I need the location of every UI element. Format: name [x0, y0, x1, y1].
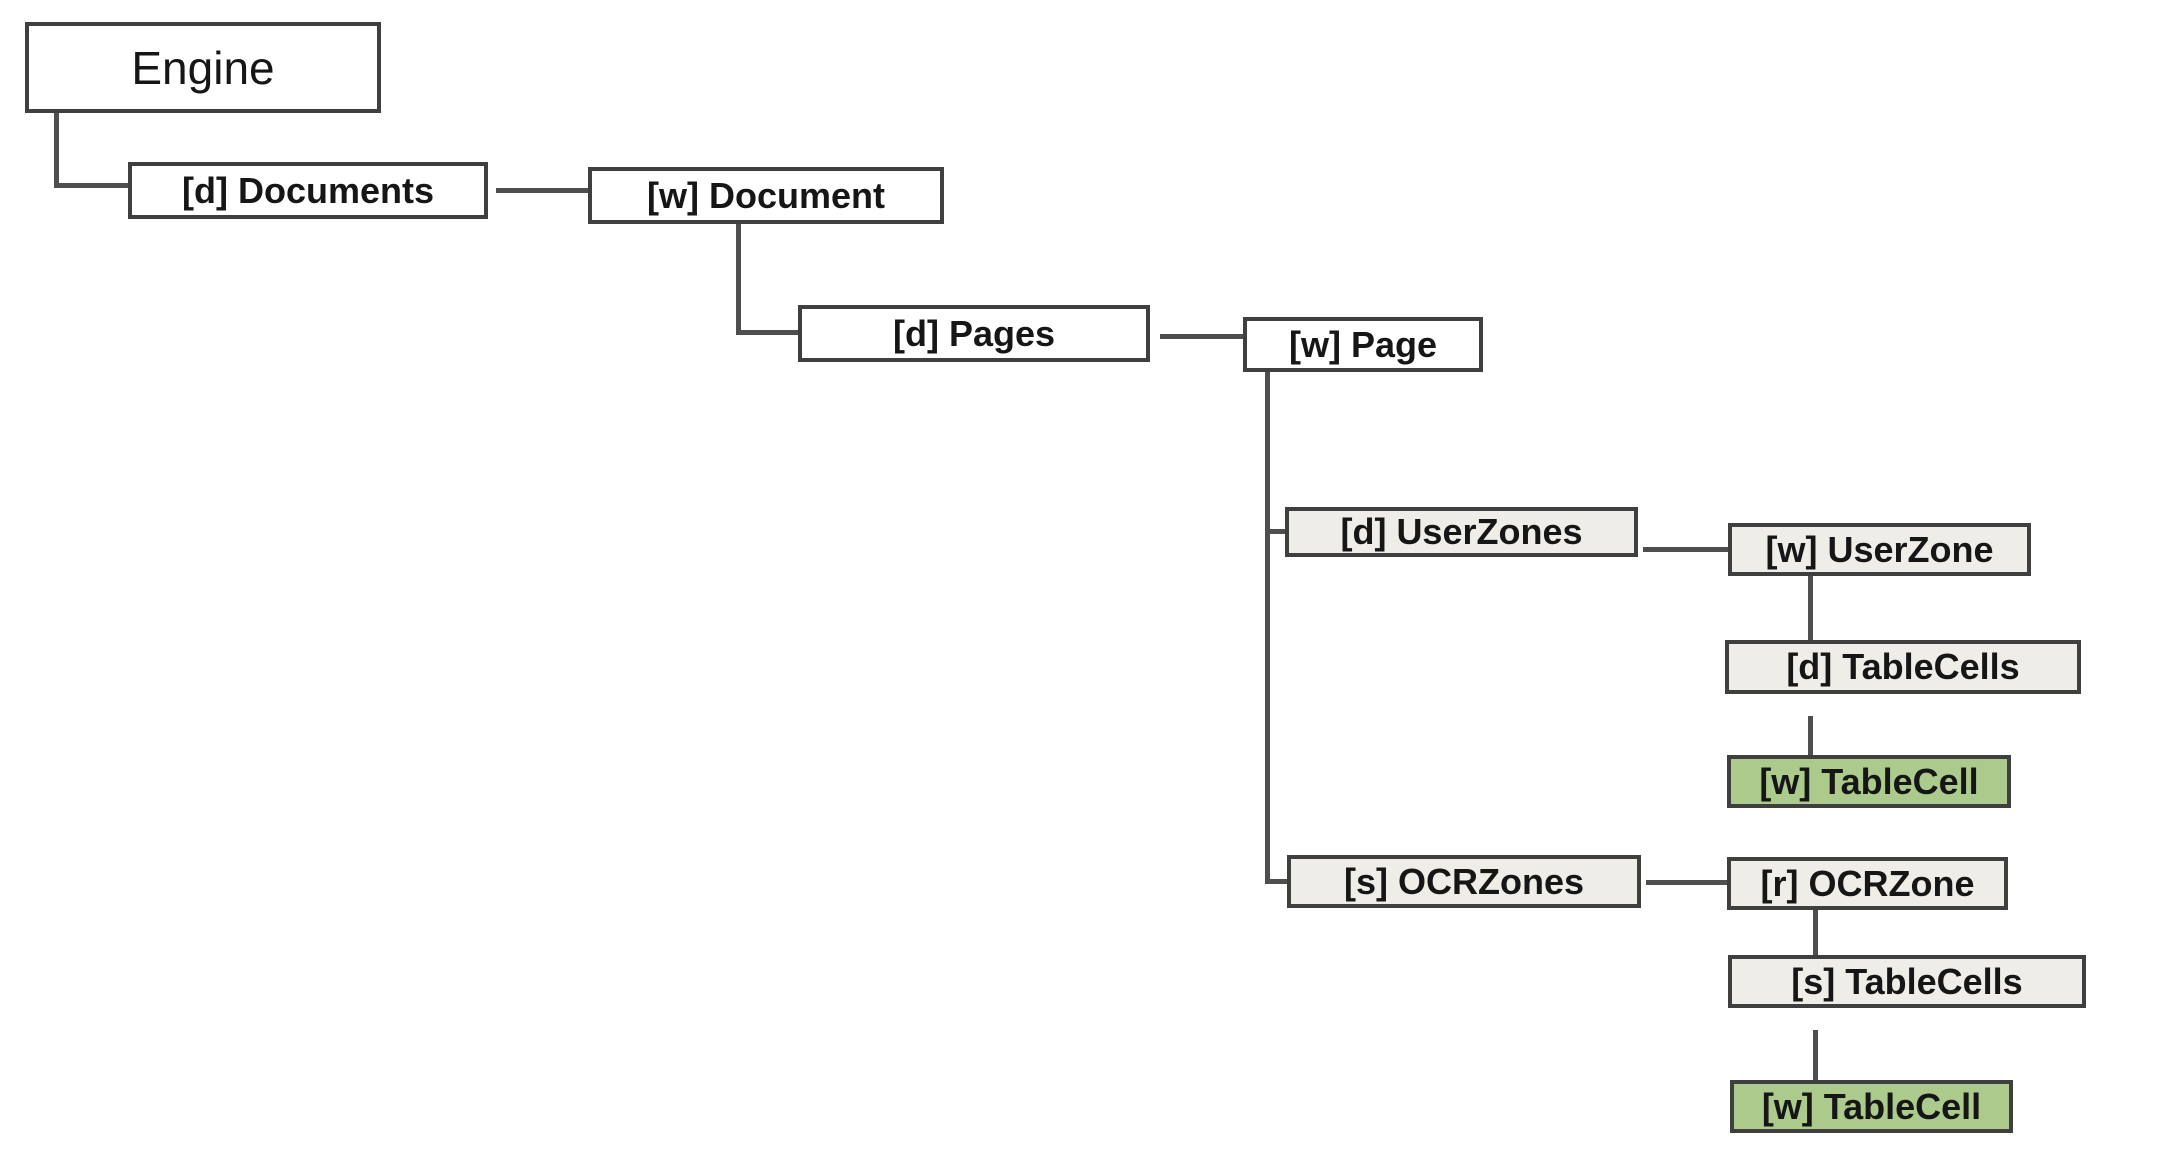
node-tablecell-ocrzone[interactable]: [w] TableCell — [1730, 1080, 2013, 1133]
connector-ocrzone-tablecells — [1813, 910, 1818, 957]
node-tablecell-userzone[interactable]: [w] TableCell — [1727, 755, 2011, 808]
node-engine-label: Engine — [131, 41, 275, 94]
node-userzones-collection[interactable]: [d] UserZones — [1285, 507, 1666, 581]
connector-page-userzones — [1265, 529, 1291, 534]
connector-tablecells-tablecell-ocr — [1813, 1030, 1818, 1082]
connector-engine-documents-horizontal — [54, 183, 133, 188]
connector-document-pages-horizontal — [736, 330, 802, 335]
node-document-label: [w] Document — [647, 174, 885, 216]
node-tablecells-ocrzone-collection[interactable]: [s] TableCells — [1728, 955, 2114, 1032]
node-tablecells-ocrzone-label: [s] TableCells — [1791, 960, 2023, 1002]
node-tablecells-userzone-label: [d] TableCells — [1786, 646, 2020, 687]
node-ocrzones-collection[interactable]: [s] OCRZones — [1287, 855, 1669, 932]
connector-page-trunk — [1265, 372, 1270, 884]
connector-userzones-userzone — [1643, 547, 1733, 552]
node-ocrzone-label: [r] OCRZone — [1760, 862, 1975, 904]
node-tablecell-userzone-label: [w] TableCell — [1759, 760, 1979, 802]
node-pages-label: [d] Pages — [892, 312, 1056, 354]
node-engine[interactable]: Engine — [25, 22, 381, 113]
node-userzones-label: [d] UserZones — [1340, 511, 1583, 552]
node-pages-collection[interactable]: [d] Pages — [798, 305, 1178, 386]
node-documents-label: [d] Documents — [182, 169, 434, 211]
connector-document-pages-vertical — [736, 224, 741, 335]
node-tablecell-ocrzone-label: [w] TableCell — [1761, 1085, 1982, 1127]
node-userzone-label: [w] UserZone — [1765, 528, 1994, 570]
node-userzone[interactable]: [w] UserZone — [1728, 523, 2031, 576]
connector-ocrzones-ocrzone — [1646, 880, 1731, 885]
connector-userzone-tablecells — [1808, 576, 1813, 642]
node-ocrzone[interactable]: [r] OCRZone — [1727, 857, 2008, 910]
node-tablecells-userzone-collection[interactable]: [d] TableCells — [1725, 640, 2109, 718]
node-documents-collection[interactable]: [d] Documents — [128, 162, 516, 243]
connector-documents-document — [496, 188, 592, 193]
connector-tablecells-tablecell-user — [1808, 716, 1813, 758]
node-document[interactable]: [w] Document — [588, 167, 944, 224]
node-ocrzones-label: [s] OCRZones — [1343, 860, 1584, 902]
connector-engine-documents-vertical — [54, 112, 59, 188]
connector-page-ocrzones — [1265, 879, 1293, 884]
node-page-label: [w] Page — [1288, 323, 1438, 365]
connector-pages-page — [1160, 334, 1248, 339]
node-page[interactable]: [w] Page — [1243, 317, 1483, 372]
